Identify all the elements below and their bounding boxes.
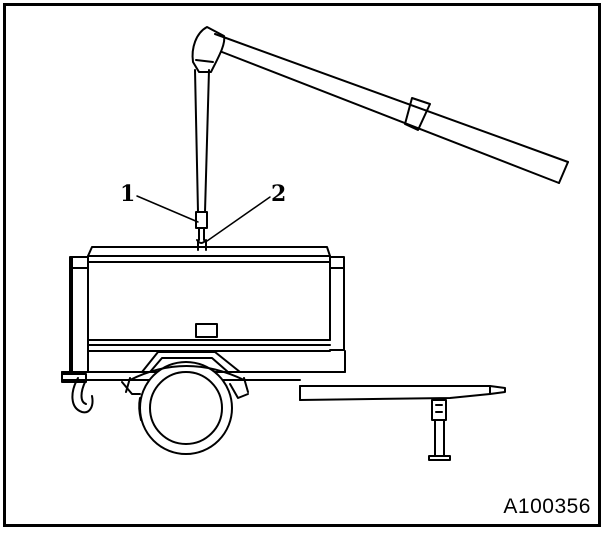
lifting-strap bbox=[194, 69, 210, 244]
trailer-chassis bbox=[61, 350, 506, 401]
jack-stand bbox=[428, 399, 451, 461]
leader-line-1 bbox=[136, 195, 199, 223]
leader-line-2 bbox=[206, 196, 271, 242]
figure-id: A100356 bbox=[503, 495, 591, 518]
callout-label-1: 1 bbox=[120, 181, 136, 207]
crane-boom bbox=[191, 26, 569, 184]
safety-chain bbox=[71, 377, 94, 414]
callout-label-2: 2 bbox=[271, 181, 287, 207]
callout-leaders bbox=[136, 195, 271, 242]
figure-frame bbox=[3, 3, 601, 527]
trailer-wheel bbox=[125, 361, 249, 455]
